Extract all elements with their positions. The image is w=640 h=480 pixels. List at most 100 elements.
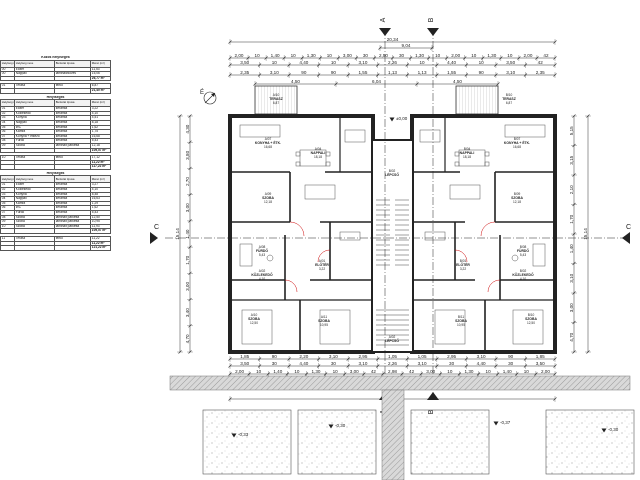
dim-top-row3-label: 2,35 — [536, 70, 545, 75]
table-cell: 21,40 m² — [90, 88, 111, 94]
dim-bottom-row3-label: 2,00 — [235, 369, 244, 374]
dim-top-row1-label: 10 — [435, 53, 441, 58]
dim-top-row2-label: 10 — [419, 60, 425, 65]
room-number: B/10 — [506, 93, 513, 97]
room-area: 12,18 — [513, 200, 521, 204]
table-cell: Helyiségek — [46, 95, 65, 99]
room-name: NAPPALI — [311, 151, 326, 155]
room-area: 3,22 — [460, 267, 466, 271]
double-bed — [512, 309, 544, 345]
room-area: 4,10 — [520, 277, 526, 281]
interior-walls — [230, 116, 555, 352]
total-row: 121,22 m² — [0, 245, 111, 251]
terrace-top-right — [455, 85, 499, 115]
dim-top-row1-label: 1,30 — [415, 53, 424, 58]
dim-top-row1-label: 2,00 — [235, 53, 244, 58]
dim-bottom-row1-label: 90 — [272, 354, 278, 359]
room-name: KONYHA + ÉTK. — [504, 140, 530, 145]
table-cell: 117,22 m² — [90, 164, 111, 170]
stair-treads — [376, 199, 409, 346]
dim-top-row2-label: 4,40 — [299, 60, 308, 65]
table-cell: 109,57 m² — [90, 228, 111, 234]
dim-right-chain-label: 3,00 — [569, 303, 574, 312]
room-number: B/04 — [464, 147, 471, 151]
room-name: SZOBA — [262, 196, 274, 200]
room-name: SZOBA — [511, 196, 523, 200]
dim-right-chain-label: 1,40 — [569, 244, 574, 253]
level-triangle — [328, 424, 334, 429]
dim-bottom-row1-label: 1,85 — [536, 354, 545, 359]
dim-bottom-row1-label: 3,10 — [329, 354, 338, 359]
sofa — [304, 184, 336, 200]
door-swing — [289, 221, 305, 237]
dim-bottom-row2-label: 30 — [272, 361, 278, 366]
dim-top-row2-label: 4,40 — [447, 60, 456, 65]
room-name: SZOBA — [525, 317, 537, 321]
dim-bottom-row3-label: 42 — [409, 369, 415, 374]
dim-top-row1-label: 10 — [327, 53, 333, 58]
dim-bottom-row1-label: 90 — [508, 354, 514, 359]
dim-bottom-row3-label: 10 — [447, 369, 453, 374]
toilet — [511, 254, 519, 262]
room-area: 18,18 — [314, 155, 322, 159]
bathtub — [239, 243, 253, 267]
north-arrow: É — [200, 89, 217, 105]
middle-room-number: B/02 — [389, 169, 396, 173]
dim-top-row2-label: 3,50 — [506, 60, 515, 65]
dim-bottom-row1-label: 2,95 — [447, 354, 456, 359]
door-swing — [317, 249, 331, 263]
level-value: -0,30 — [608, 427, 619, 432]
dim-left-chain-label: 4,70 — [185, 334, 190, 343]
terrace-top-left — [254, 85, 298, 115]
dim-top-row2-label: 10 — [272, 60, 278, 65]
room-area: 10,95 — [320, 323, 328, 327]
dim-bottom-row3-label: 2,98 — [388, 369, 397, 374]
dim-top-row3-label: 3,10 — [270, 70, 279, 75]
dim-right-total-label: 15,14 — [583, 228, 588, 240]
room-name: SZOBA — [248, 317, 260, 321]
dim-top-overall-label: 20,34 — [387, 37, 399, 42]
dim-left-chain-label: 3,00 — [185, 282, 190, 291]
dim-top-row3-label: 1,55 — [447, 70, 456, 75]
dim-left-chain-label: 3,80 — [185, 150, 190, 159]
double-bed — [319, 309, 351, 345]
dim-top-row2-label: 3,10 — [358, 60, 367, 65]
dim-bottom-row2-label: 30 — [331, 361, 337, 366]
total-row: 21,40 m² — [0, 88, 111, 94]
middle-room-name: LÉPCSŐ — [385, 172, 399, 177]
dim-top-row1-label: 10 — [255, 53, 261, 58]
total-row: 26,77 m² — [0, 75, 111, 82]
room-area: 6,87 — [506, 101, 512, 105]
room-number: A/10 — [251, 313, 258, 317]
section-c-left-label: C — [154, 224, 159, 231]
dim-top-row3-label: 2,35 — [240, 70, 249, 75]
dim-bottom-row3-label: 3,00 — [350, 369, 359, 374]
room-name: KÖZLEKEDŐ — [251, 272, 273, 277]
dim-bottom-row2-label: 4,40 — [299, 361, 308, 366]
table-cell: Közös helyiségek — [41, 56, 70, 59]
dim-top-row1-label: 10 — [507, 53, 513, 58]
dim-bottom-row2-label: 3,10 — [418, 361, 427, 366]
room-name: ELŐTÉR — [456, 262, 470, 267]
section-b-top-label: B — [428, 17, 435, 22]
table-cell: Méret (m²) — [90, 175, 111, 184]
garden-plots — [202, 409, 635, 475]
double-bed — [434, 309, 466, 345]
level-markers: -0,33-0,30-0,37-0,30±0,00 — [231, 116, 619, 438]
dim-top-row1-label: 2,50 — [379, 53, 388, 58]
table-cell: Méret (m²) — [90, 99, 111, 108]
dim-bottom-row3-label: 10 — [256, 369, 262, 374]
dim-right-chain-label: 1,70 — [569, 214, 574, 223]
dim-top-row2-label: 2,26 — [388, 60, 397, 65]
dim-top-row3-label: 3,10 — [506, 70, 515, 75]
dining-chair — [484, 161, 490, 167]
furniture — [239, 124, 546, 345]
dim-top-row1-label: 1,40 — [271, 53, 280, 58]
dim-bottom-row3-label: 1,40 — [503, 369, 512, 374]
room-area: 12,18 — [264, 200, 272, 204]
dim-left-chain-label: 1,70 — [185, 255, 190, 264]
toilet — [266, 254, 274, 262]
